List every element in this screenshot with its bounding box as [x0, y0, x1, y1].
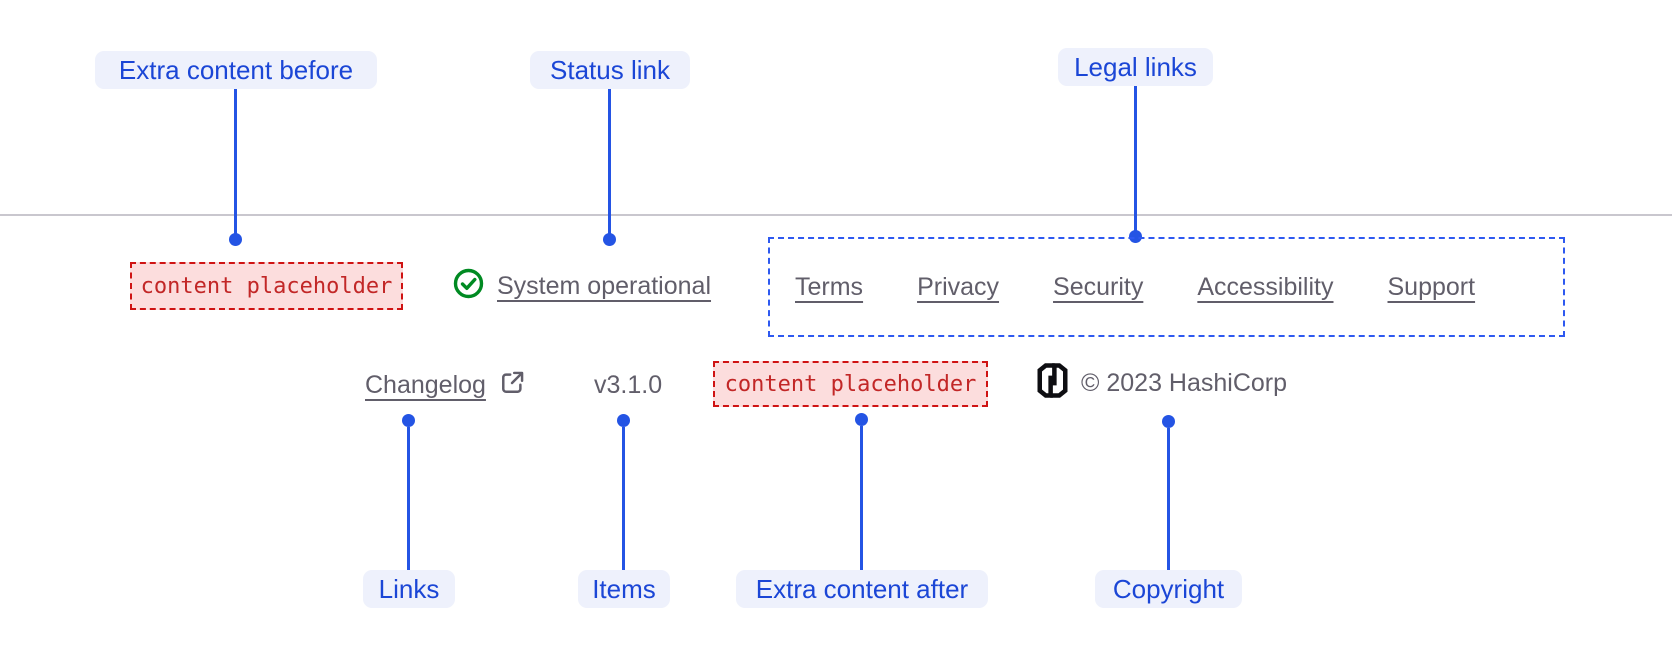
changelog-link[interactable]: Changelog: [365, 362, 526, 408]
hashicorp-logo: [1036, 362, 1069, 404]
annotation-line: [622, 427, 625, 570]
legal-link-accessibility[interactable]: Accessibility: [1197, 272, 1334, 301]
annotation-text: Status link: [550, 54, 670, 85]
annotation-line: [1167, 428, 1170, 570]
status-link[interactable]: System operational: [453, 262, 711, 310]
annotation-label-items: Items: [578, 570, 670, 608]
annotation-text: Items: [592, 573, 656, 604]
legal-link-terms[interactable]: Terms: [795, 272, 864, 301]
copyright-text: © 2023 HashiCorp: [1081, 368, 1288, 397]
annotation-line: [234, 89, 237, 234]
legal-link-privacy[interactable]: Privacy: [917, 272, 1000, 301]
extra-content-after-placeholder: content placeholder: [713, 361, 988, 407]
annotation-text: Links: [378, 573, 440, 604]
annotation-dot: [1129, 230, 1142, 243]
annotation-label-status-link: Status link: [530, 51, 690, 89]
annotation-text: Copyright: [1112, 573, 1225, 604]
annotation-text: Extra content after: [755, 573, 969, 604]
legal-link-support[interactable]: Support: [1387, 272, 1476, 301]
annotation-dot: [855, 413, 868, 426]
annotation-line: [860, 426, 863, 570]
annotation-label-extra-content-before: Extra content before: [95, 51, 377, 89]
legal-link-security[interactable]: Security: [1053, 272, 1144, 301]
placeholder-text: content placeholder: [140, 273, 393, 299]
footer-top-border: [0, 214, 1672, 216]
annotation-line: [608, 89, 611, 234]
annotation-dot: [603, 233, 616, 246]
annotation-dot: [617, 414, 630, 427]
check-circle-icon: [453, 268, 484, 304]
extra-content-before-placeholder: content placeholder: [130, 262, 403, 310]
annotation-label-links: Links: [363, 570, 455, 608]
legal-links-container: Terms Privacy Security Accessibility Sup…: [768, 237, 1565, 337]
external-link-icon: [499, 369, 526, 401]
annotation-label-extra-content-after: Extra content after: [736, 570, 988, 608]
annotation-dot: [229, 233, 242, 246]
annotation-text: Legal links: [1074, 51, 1197, 82]
changelog-link-label: Changelog: [365, 370, 486, 399]
annotation-line: [1134, 86, 1137, 231]
annotation-label-copyright: Copyright: [1095, 570, 1242, 608]
annotation-dot: [1162, 415, 1175, 428]
version-text: v3.1.0: [594, 370, 663, 399]
annotation-text: Extra content before: [118, 54, 354, 85]
placeholder-text: content placeholder: [724, 371, 977, 397]
annotation-label-legal-links: Legal links: [1058, 48, 1213, 86]
version-label: v3.1.0: [594, 362, 662, 408]
annotation-line: [407, 427, 410, 570]
copyright: © 2023 HashiCorp: [1036, 360, 1287, 406]
annotation-dot: [402, 414, 415, 427]
status-link-label: System operational: [497, 271, 712, 300]
